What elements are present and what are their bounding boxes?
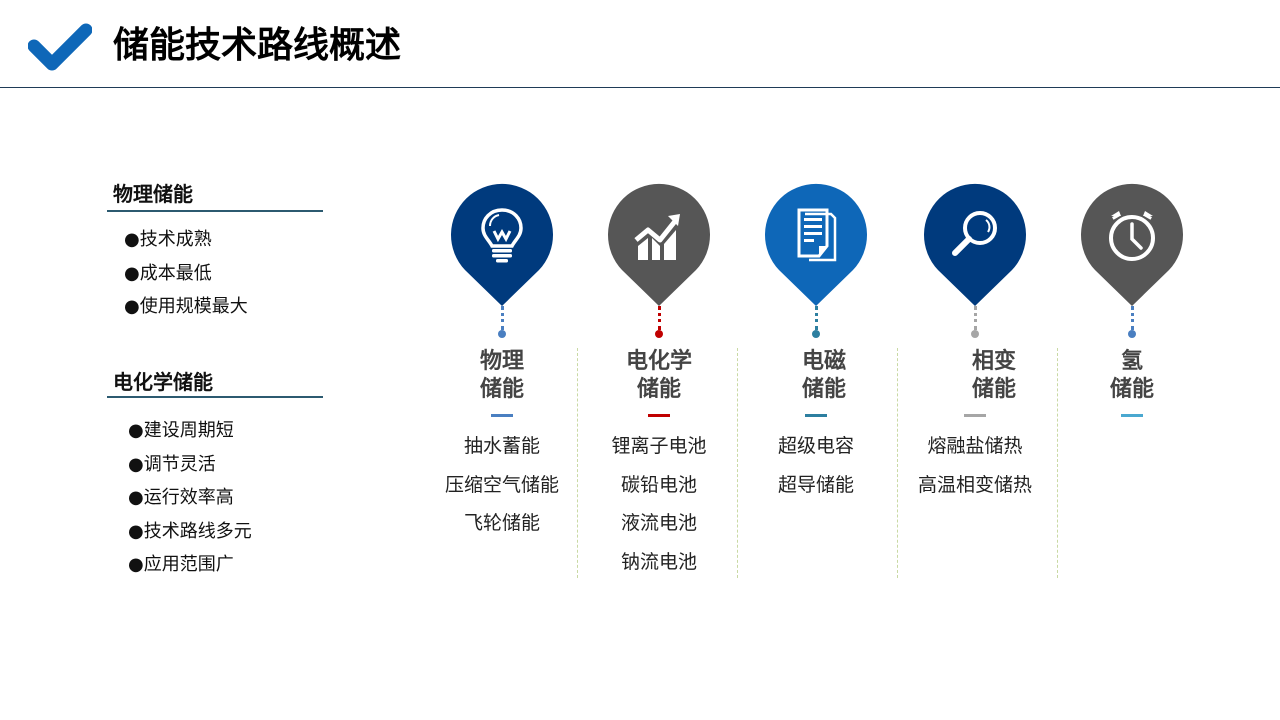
lightbulb-icon bbox=[481, 208, 523, 263]
bullet-item: ●调节灵活 bbox=[128, 453, 216, 475]
connector-stem bbox=[657, 306, 661, 330]
list-item: 超级电容 bbox=[777, 435, 854, 457]
bullet-item: ●技术路线多元 bbox=[128, 520, 252, 542]
category-hydrogen: 氢 储能 bbox=[1057, 182, 1207, 427]
category-items: 锂离子电池 碳铅电池 液流电池 钠流电池 bbox=[584, 427, 734, 581]
map-pin bbox=[764, 182, 868, 306]
category-electrochemical: 电化学 储能 锂离子电池 碳铅电池 液流电池 钠流电池 bbox=[584, 182, 734, 581]
category-items: 熔融盐储热 高温相变储热 bbox=[900, 427, 1050, 504]
category-title: 电磁 储能 bbox=[801, 349, 846, 402]
magnifier-icon bbox=[952, 211, 997, 256]
column-separator bbox=[737, 348, 738, 578]
bullet-item: ●使用规模最大 bbox=[124, 296, 248, 317]
connector-stem bbox=[1130, 306, 1134, 330]
list-item: 碳铅电池 bbox=[620, 473, 697, 496]
list-item: 熔融盐储热 bbox=[927, 435, 1023, 457]
connector-dot bbox=[655, 330, 663, 338]
section-title-physical: 物理储能 bbox=[113, 182, 193, 206]
connector-stem bbox=[973, 306, 977, 330]
section-rule bbox=[107, 210, 323, 212]
connector-dot bbox=[971, 330, 979, 338]
map-pin bbox=[450, 182, 554, 306]
category-title: 物理 储能 bbox=[479, 349, 524, 402]
category-title: 氢 储能 bbox=[1109, 349, 1154, 402]
list-item: 压缩空气储能 bbox=[444, 473, 559, 496]
list-item: 抽水蓄能 bbox=[463, 435, 540, 457]
category-title: 电化学 储能 bbox=[625, 349, 692, 402]
category-underline bbox=[491, 414, 513, 417]
list-item: 超导储能 bbox=[777, 473, 854, 496]
connector-dot bbox=[498, 330, 506, 338]
category-items: 抽水蓄能 压缩空气储能 飞轮储能 bbox=[427, 427, 577, 543]
category-underline bbox=[648, 414, 670, 417]
category-title: 相变 储能 bbox=[971, 349, 1016, 402]
document-icon bbox=[797, 208, 837, 262]
physical-bullet-list: ●技术成熟 ●成本最低 ●使用规模最大 bbox=[124, 223, 248, 324]
category-underline bbox=[1121, 414, 1143, 417]
map-pin bbox=[607, 182, 711, 306]
column-separator bbox=[897, 348, 898, 578]
column-separator bbox=[1057, 348, 1058, 578]
connector-stem bbox=[814, 306, 818, 330]
list-item: 液流电池 bbox=[620, 512, 697, 534]
connector-stem bbox=[500, 306, 504, 330]
section-rule bbox=[107, 396, 323, 398]
category-physical: 物理 储能 抽水蓄能 压缩空气储能 飞轮储能 bbox=[427, 182, 577, 543]
category-underline bbox=[964, 414, 986, 417]
category-phase-change: 相变 储能 熔融盐储热 高温相变储热 bbox=[900, 182, 1050, 504]
category-underline bbox=[805, 414, 827, 417]
list-item: 锂离子电池 bbox=[611, 435, 707, 457]
header-divider bbox=[0, 87, 1280, 88]
page-title: 储能技术路线概述 bbox=[113, 25, 402, 66]
bullet-item: ●技术成熟 bbox=[124, 229, 212, 250]
bullet-item: ●应用范围广 bbox=[128, 554, 234, 575]
connector-dot bbox=[1128, 330, 1136, 338]
bullet-item: ●运行效率高 bbox=[128, 487, 234, 508]
connector-dot bbox=[812, 330, 820, 338]
electrochemical-bullet-list: ●建设周期短 ●调节灵活 ●运行效率高 ●技术路线多元 ●应用范围广 bbox=[128, 414, 252, 582]
stopwatch-icon bbox=[1109, 211, 1155, 261]
list-item: 钠流电池 bbox=[620, 550, 697, 573]
section-title-electrochemical: 电化学储能 bbox=[113, 370, 213, 394]
list-item: 飞轮储能 bbox=[463, 512, 540, 534]
bullet-item: ●建设周期短 bbox=[128, 420, 234, 441]
category-electromagnetic: 电磁 储能 超级电容 超导储能 bbox=[741, 182, 891, 504]
map-pin bbox=[1080, 182, 1184, 306]
bullet-item: ●成本最低 bbox=[124, 262, 212, 284]
checkmark-icon bbox=[28, 23, 92, 71]
map-pin bbox=[923, 182, 1027, 306]
category-items: 超级电容 超导储能 bbox=[741, 427, 891, 504]
column-separator bbox=[577, 348, 578, 578]
growth-chart-icon bbox=[634, 214, 680, 260]
list-item: 高温相变储热 bbox=[917, 473, 1032, 496]
